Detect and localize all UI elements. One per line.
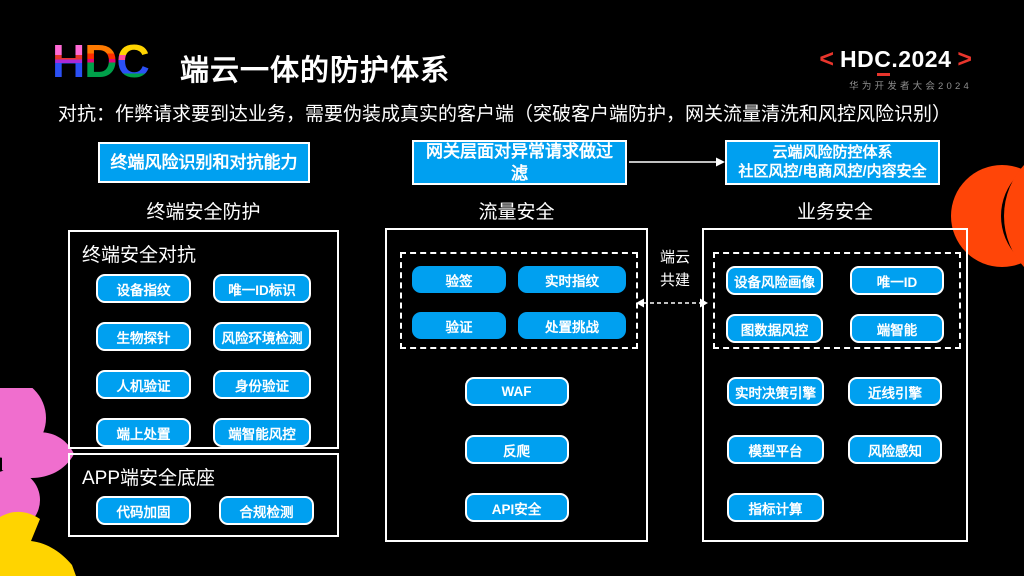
node-captcha: 人机验证 <box>96 370 191 399</box>
panel-app-security-base: APP端安全底座 代码加固 合规检测 <box>68 453 339 537</box>
node-waf: WAF <box>464 377 569 406</box>
node-nearline-engine: 近线引擎 <box>848 377 942 406</box>
logo-letter: C <box>116 35 149 87</box>
traffic-stack: WAF 反爬 API安全 <box>387 377 646 522</box>
node-verification: 验证 <box>412 312 506 339</box>
section-label-terminal: 终端安全防护 <box>146 202 261 223</box>
node-edge-ai: 端智能 <box>850 314 944 343</box>
node-unique-id-mark: 唯一ID标识 <box>213 274 311 303</box>
node-code-hardening: 代码加固 <box>96 496 191 525</box>
panel-app-base-title: APP端安全底座 <box>82 468 216 489</box>
dashed-double-arrow-icon <box>636 298 708 308</box>
node-unique-id: 唯一ID <box>850 266 944 295</box>
flow-box-cloud-line1: 云端风险防控体系 <box>772 143 893 161</box>
node-device-fingerprint: 设备指纹 <box>96 274 191 303</box>
connector-label-line1: 端云 <box>659 249 690 266</box>
node-on-device-ai-risk: 端智能风控 <box>213 418 311 447</box>
business-dashed-group: 设备风险画像 唯一ID 图数据风控 端智能 <box>713 252 961 349</box>
node-realtime-decision-engine: 实时决策引擎 <box>727 377 824 406</box>
slide-subtitle: 对抗：作弊请求要到达业务，需要伪装成真实的客户端（突破客户端防护，网关流量清洗和… <box>58 104 952 125</box>
panel-terminal-title: 终端安全对抗 <box>82 245 197 266</box>
flow-box-gateway: 网关层面对异常请求做过滤 <box>412 140 627 185</box>
business-dashed-grid: 设备风险画像 唯一ID 图数据风控 端智能 <box>726 266 948 343</box>
brand-mark: < HDC.2024 > 华为开发者大会2024 <box>819 46 972 92</box>
logo-letter: H <box>52 35 85 87</box>
flow-box-cloud-line2: 社区风控/电商风控/内容安全 <box>738 162 927 180</box>
connector-label: 端云 共建 <box>647 246 703 292</box>
node-signature-verify: 验签 <box>412 266 506 293</box>
flow-box-cloud: 云端风险防控体系 社区风控/电商风控/内容安全 <box>725 140 940 185</box>
node-device-risk-profile: 设备风险画像 <box>726 266 823 295</box>
traffic-dashed-group: 验签 实时指纹 验证 处置挑战 <box>400 252 638 349</box>
flow-box-terminal: 终端风险识别和对抗能力 <box>98 142 310 183</box>
brand-left-bracket: < <box>819 45 834 73</box>
section-label-traffic: 流量安全 <box>478 202 555 223</box>
node-risk-perception: 风险感知 <box>848 435 942 464</box>
node-realtime-fingerprint: 实时指纹 <box>518 266 626 293</box>
panel-business-security: 设备风险画像 唯一ID 图数据风控 端智能 实时决策引擎 近线引擎 模型平台 风… <box>702 228 968 542</box>
terminal-buttons-grid: 设备指纹 唯一ID标识 生物探针 风险环境检测 人机验证 身份验证 端上处置 端… <box>96 274 313 447</box>
logo-letter: D <box>84 35 117 87</box>
panel-traffic-security: 验签 实时指纹 验证 处置挑战 WAF 反爬 API安全 <box>385 228 648 542</box>
brand-name: HDC.2024 <box>840 46 951 76</box>
business-engine-grid: 实时决策引擎 近线引擎 模型平台 风险感知 指标计算 <box>727 377 942 522</box>
page-title: 端云一体的防护体系 <box>180 55 451 87</box>
section-label-business: 业务安全 <box>796 202 873 223</box>
node-graph-risk: 图数据风控 <box>726 314 823 343</box>
brand-subtitle: 华为开发者大会2024 <box>849 81 972 92</box>
node-model-platform: 模型平台 <box>727 435 824 464</box>
node-challenge-handle: 处置挑战 <box>518 312 626 339</box>
node-metric-compute: 指标计算 <box>727 493 824 522</box>
brand-underline <box>877 73 890 76</box>
node-api-security: API安全 <box>464 493 569 522</box>
node-identity-verify: 身份验证 <box>213 370 311 399</box>
node-anti-crawler: 反爬 <box>464 435 569 464</box>
node-risk-env-detect: 风险环境检测 <box>213 322 311 351</box>
node-bio-probe: 生物探针 <box>96 322 191 351</box>
panel-terminal-security: 终端安全对抗 设备指纹 唯一ID标识 生物探针 风险环境检测 人机验证 身份验证… <box>68 230 339 449</box>
traffic-dashed-grid: 验签 实时指纹 验证 处置挑战 <box>412 266 626 339</box>
hdc-logo: HDC <box>52 35 150 87</box>
brand-right-bracket: > <box>957 45 972 73</box>
app-base-buttons-row: 代码加固 合规检测 <box>96 496 337 525</box>
connector-label-line2: 共建 <box>659 272 690 289</box>
node-compliance-check: 合规检测 <box>219 496 314 525</box>
node-on-device-handle: 端上处置 <box>96 418 191 447</box>
flow-arrow-icon <box>629 157 725 167</box>
